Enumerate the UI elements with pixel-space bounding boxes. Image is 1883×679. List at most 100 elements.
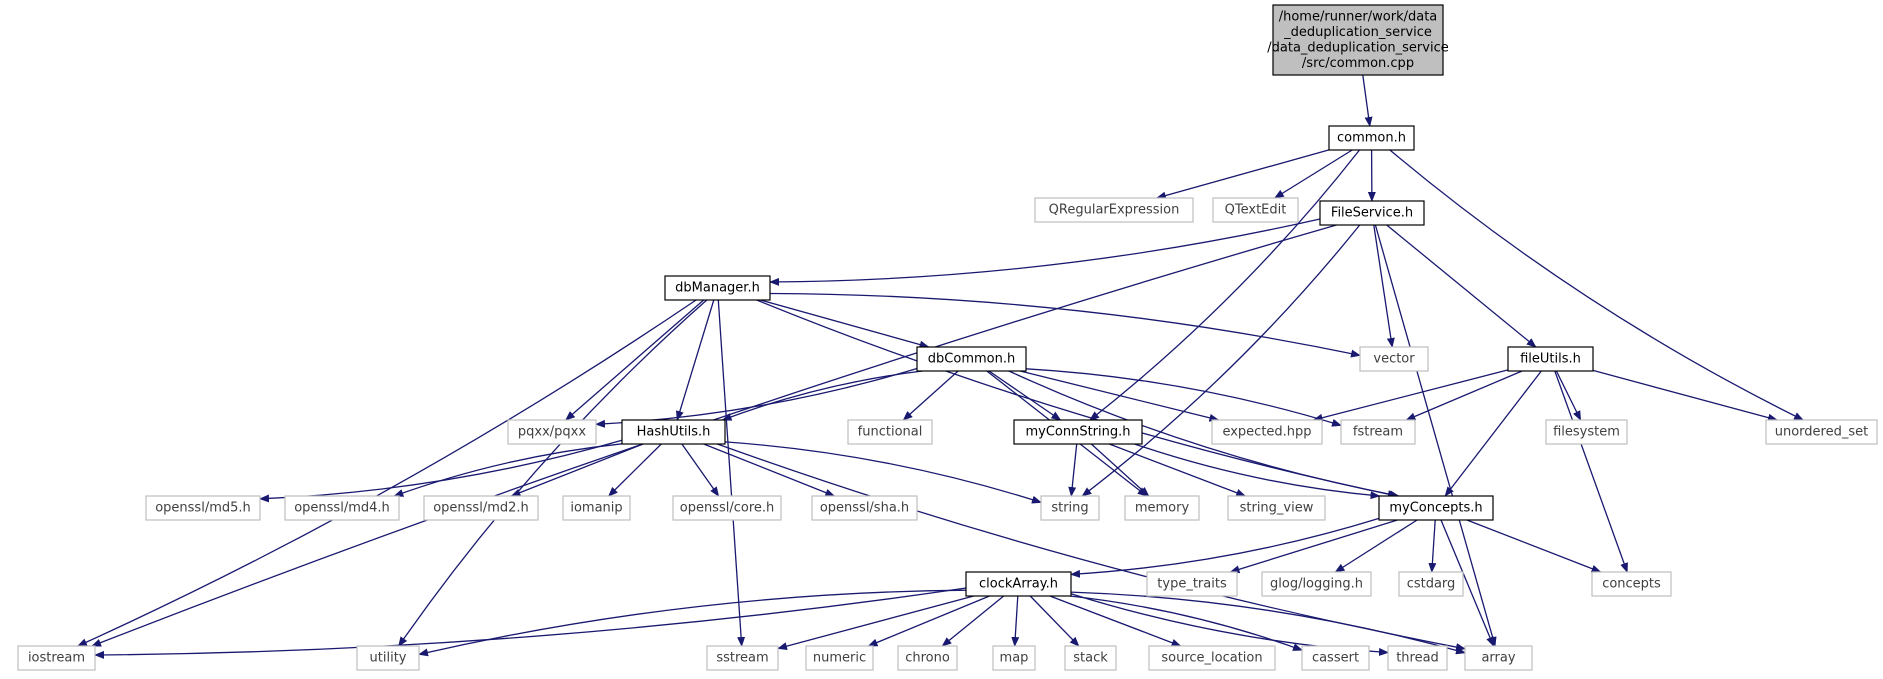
node-box-unordered_set — [1765, 419, 1878, 445]
node-fileutils[interactable]: fileUtils.h — [1507, 346, 1594, 372]
node-box-string — [1040, 495, 1100, 521]
node-label-dbmanager: dbManager.h — [675, 281, 760, 296]
edge-hashutils-to-md2 — [510, 443, 644, 497]
edge-fileservice-to-array — [1374, 224, 1497, 647]
node-map: map — [992, 645, 1036, 671]
edge-myconcepts-to-array — [1440, 519, 1495, 647]
node-label-functional: functional — [858, 425, 923, 440]
node-label-vector: vector — [1373, 352, 1415, 367]
node-label-expected: expected.hpp — [1222, 425, 1311, 440]
node-label-sha: openssl/sha.h — [820, 501, 909, 516]
node-label-iomanip: iomanip — [570, 501, 622, 516]
node-label-fileutils: fileUtils.h — [1520, 352, 1581, 367]
node-string_view: string_view — [1227, 495, 1326, 521]
node-cassert: cassert — [1301, 645, 1370, 671]
node-label-myconnstring: myConnString.h — [1025, 425, 1130, 440]
node-common_h[interactable]: common.h — [1328, 125, 1415, 151]
node-box-myconcepts — [1378, 495, 1494, 521]
edge-clockarray-to-numeric — [867, 595, 990, 647]
node-box-cstdarg — [1398, 571, 1464, 597]
node-thread: thread — [1387, 645, 1448, 671]
edge-hashutils-to-md4 — [393, 443, 623, 497]
node-box-thread — [1387, 645, 1448, 671]
node-fileservice[interactable]: FileService.h — [1319, 200, 1425, 226]
edge-myconnstring-to-string_view — [1109, 443, 1247, 497]
node-myconcepts[interactable]: myConcepts.h — [1378, 495, 1494, 521]
node-dbmanager[interactable]: dbManager.h — [664, 275, 771, 301]
edge-myconnstring-to-memory — [1090, 443, 1150, 497]
edge-myconcepts-to-clockarray — [1070, 517, 1380, 578]
node-box-stack — [1064, 645, 1117, 671]
node-label-dbcommon: dbCommon.h — [928, 352, 1015, 367]
node-md2: openssl/md2.h — [423, 495, 539, 521]
edge-common_h-to-unordered_set — [1389, 149, 1804, 421]
node-box-numeric — [805, 645, 874, 671]
node-label-fileservice: FileService.h — [1331, 206, 1413, 221]
node-label-concepts: concepts — [1602, 577, 1661, 592]
node-label-root-line-3: /src/common.cpp — [1302, 56, 1414, 71]
node-concepts: concepts — [1591, 571, 1672, 597]
node-dbcommon[interactable]: dbCommon.h — [916, 346, 1027, 372]
node-root[interactable]: /home/runner/work/data_deduplication_ser… — [1267, 4, 1449, 76]
edge-dbmanager-to-sstream — [717, 299, 746, 647]
node-box-dbmanager — [664, 275, 771, 301]
node-type_traits: type_traits — [1146, 571, 1238, 597]
node-label-root-line-0: /home/runner/work/data — [1279, 9, 1438, 24]
node-vector: vector — [1359, 346, 1429, 372]
node-source_location: source_location — [1148, 645, 1276, 671]
node-box-md5 — [145, 495, 261, 521]
node-label-chrono: chrono — [905, 651, 950, 666]
node-box-qregexp — [1034, 197, 1194, 223]
node-label-utility: utility — [370, 651, 407, 666]
edge-myconcepts-to-type_traits — [1229, 519, 1398, 574]
node-label-md2: openssl/md2.h — [433, 501, 529, 516]
node-label-common_h: common.h — [1337, 131, 1406, 146]
edge-dbcommon-to-functional — [902, 370, 959, 421]
edge-hashutils-to-core — [681, 443, 720, 497]
node-clockarray[interactable]: clockArray.h — [965, 571, 1072, 597]
node-box-sstream — [706, 645, 779, 671]
edge-myconnstring-to-string — [1068, 443, 1078, 497]
edge-fileservice-to-fileutils — [1386, 224, 1537, 348]
node-label-fstream: fstream — [1353, 425, 1403, 440]
node-label-memory: memory — [1135, 501, 1190, 516]
node-core: openssl/core.h — [672, 495, 782, 521]
edge-common_h-to-qtextedit — [1273, 149, 1353, 199]
node-label-core: openssl/core.h — [680, 501, 775, 516]
edge-dbcommon-to-expected — [1019, 370, 1220, 422]
edge-dbmanager-to-pqxx — [565, 299, 705, 421]
node-array: array — [1464, 645, 1533, 671]
node-box-cassert — [1301, 645, 1370, 671]
edge-fileutils-to-fstream — [1405, 370, 1523, 421]
node-myconnstring[interactable]: myConnString.h — [1013, 419, 1143, 445]
edge-myconcepts-to-glog — [1334, 519, 1418, 573]
edge-fileservice-to-string — [1081, 224, 1361, 497]
node-label-type_traits: type_traits — [1157, 577, 1227, 592]
edge-fileutils-to-expected — [1312, 369, 1509, 422]
edge-dbcommon-to-fstream — [1025, 368, 1342, 427]
node-box-map — [992, 645, 1036, 671]
edge-root-to-common_h — [1362, 74, 1373, 127]
node-label-cstdarg: cstdarg — [1407, 577, 1456, 592]
node-label-qregexp: QRegularExpression — [1049, 203, 1180, 218]
edge-fileutils-to-myconcepts — [1444, 370, 1542, 497]
node-box-array — [1464, 645, 1533, 671]
edge-fileutils-to-unordered_set — [1592, 369, 1778, 422]
node-label-qtextedit: QTextEdit — [1225, 203, 1287, 218]
node-label-string_view: string_view — [1240, 501, 1314, 516]
node-label-map: map — [1000, 651, 1029, 666]
edge-dbmanager-to-vector — [769, 292, 1361, 358]
node-label-thread: thread — [1396, 651, 1439, 666]
node-box-string_view — [1227, 495, 1326, 521]
node-functional: functional — [847, 419, 933, 445]
node-label-array: array — [1481, 651, 1515, 666]
node-label-pqxx: pqxx/pqxx — [518, 425, 586, 440]
node-box-chrono — [897, 645, 958, 671]
node-box-fileservice — [1319, 200, 1425, 226]
node-label-clockarray: clockArray.h — [979, 577, 1058, 592]
node-hashutils[interactable]: HashUtils.h — [621, 419, 726, 445]
edge-clockarray-to-map — [1011, 595, 1020, 647]
node-box-concepts — [1591, 571, 1672, 597]
edge-dbmanager-to-hashutils — [675, 299, 715, 421]
node-label-filesystem: filesystem — [1553, 425, 1620, 440]
